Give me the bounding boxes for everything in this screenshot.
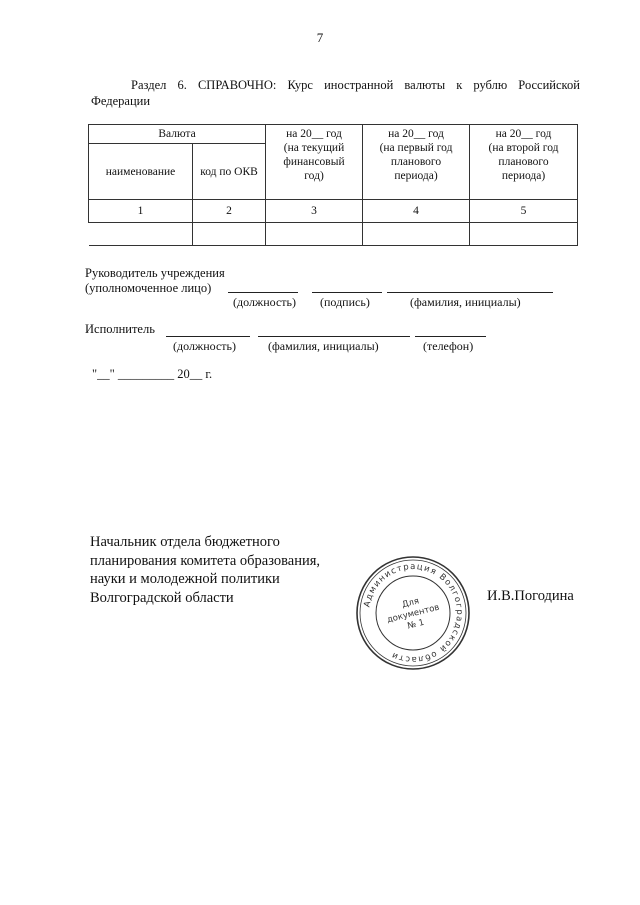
column-number: 2	[191, 199, 267, 223]
head-signature-caption: (подпись)	[320, 295, 370, 309]
heading-word: Курс	[287, 78, 313, 92]
table-row: 1 2 3 4 5	[88, 199, 579, 223]
header-line: планового	[498, 156, 549, 168]
header-line: финансовый	[283, 156, 345, 168]
table-cell	[362, 222, 471, 246]
stamp-seal-icon: Администрация Волгоградской области Для …	[356, 556, 470, 670]
col-name-header: наименование	[88, 143, 193, 200]
executor-position-caption: (должность)	[173, 339, 236, 353]
executor-name-line	[258, 336, 410, 337]
heading-word: 6.	[177, 78, 187, 92]
signatory-name: И.В.Погодина	[487, 588, 574, 604]
table-cell	[88, 222, 193, 246]
heading-word: валюты	[404, 78, 446, 92]
head-name-caption: (фамилия, инициалы)	[410, 295, 521, 309]
head-signature-line	[312, 292, 382, 293]
heading-word: Российской	[518, 78, 580, 92]
header-line: (на текущий	[283, 142, 345, 154]
header-line: (на второй год	[488, 142, 559, 154]
head-position-line	[228, 292, 298, 293]
head-label-line1: Руководитель учреждения	[85, 266, 225, 280]
section-heading-line2: Федерации	[91, 94, 151, 108]
executor-name-caption: (фамилия, инициалы)	[268, 339, 379, 353]
header-line: год)	[304, 170, 324, 182]
heading-word: рублю	[473, 78, 508, 92]
signatory-line: Волгоградской области	[90, 589, 234, 606]
executor-phone-line	[415, 336, 486, 337]
currency-rate-table: Валюта на 20__ год (на текущий финансовы…	[87, 124, 579, 246]
signatory-position: Начальник отдела бюджетного планирования…	[90, 533, 350, 607]
header-line: периода)	[394, 170, 438, 182]
col-first-plan-year-header: на 20__ год (на первый год планового пер…	[362, 124, 471, 200]
head-name-line	[387, 292, 553, 293]
heading-word: Раздел	[131, 78, 167, 92]
executor-phone-caption: (телефон)	[423, 339, 474, 353]
heading-word: к	[456, 78, 463, 92]
col-current-year-header: на 20__ год (на текущий финансовый год)	[265, 124, 364, 200]
head-label-line2: (уполномоченное лицо)	[85, 281, 212, 295]
column-number: 1	[88, 199, 193, 223]
stamp-inner-line: Для	[401, 596, 420, 610]
stamp-inner-line: № 1	[406, 618, 425, 632]
col-second-plan-year-header: на 20__ год (на второй год планового пер…	[469, 124, 579, 200]
table-cell	[191, 222, 267, 246]
official-stamp: Администрация Волгоградской области Для …	[353, 553, 473, 678]
signatory-line: планирования комитета образования,	[90, 552, 321, 569]
col-okv-code-header: код по ОКВ	[191, 143, 267, 200]
column-number: 3	[265, 199, 364, 223]
table-cell	[265, 222, 364, 246]
date-line: "__" _________ 20__ г.	[92, 367, 213, 381]
currency-header: Валюта	[87, 124, 267, 144]
header-line: на 20__ год	[495, 128, 552, 140]
header-line: планового	[390, 156, 442, 168]
header-line: на 20__ год	[388, 128, 444, 140]
table-row	[88, 222, 579, 246]
signatory-line: науки и молодежной политики	[90, 571, 280, 587]
signatory-line: Начальник отдела бюджетного	[90, 534, 280, 550]
executor-label: Исполнитель	[85, 322, 155, 336]
header-line: периода)	[501, 170, 546, 182]
column-number: 5	[469, 199, 579, 223]
page-number: 7	[316, 30, 324, 45]
column-number: 4	[362, 199, 471, 223]
executor-position-line	[166, 336, 250, 337]
header-line: на 20__ год	[286, 128, 342, 140]
section-heading-line1: Раздел 6. СПРАВОЧНО: Курс иностранной ва…	[91, 77, 580, 93]
section-heading: Раздел 6. СПРАВОЧНО: Курс иностранной ва…	[91, 77, 580, 109]
header-line: (на первый год	[379, 142, 453, 154]
head-position-caption: (должность)	[233, 295, 296, 309]
table-cell	[469, 222, 579, 246]
heading-word: СПРАВОЧНО:	[197, 78, 277, 92]
heading-word: иностранной	[324, 78, 394, 92]
